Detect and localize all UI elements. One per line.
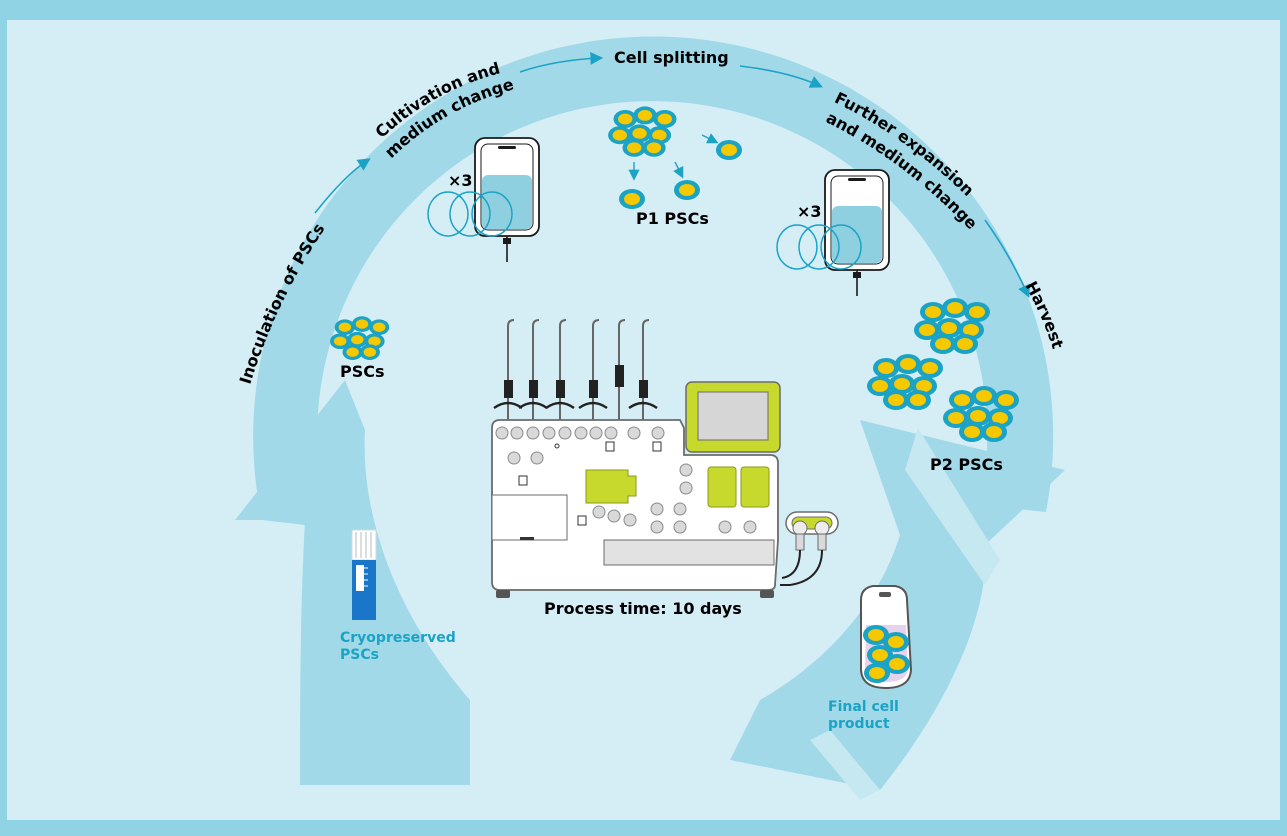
label-pscs: PSCs	[340, 362, 385, 381]
label-p2-pscs: P2 PSCs	[930, 455, 1003, 474]
rotation-icon-right	[776, 224, 862, 270]
times3-right: ×3	[797, 202, 822, 221]
step-splitting: Cell splitting	[614, 48, 729, 67]
cell-processing-device-icon	[491, 319, 839, 598]
ring-markers	[405, 168, 905, 305]
split-arrows	[628, 133, 719, 181]
rotation-icon-left	[427, 191, 513, 237]
label-cryopreserved: Cryopreserved PSCs	[340, 630, 456, 663]
culture-bag-icon-left	[474, 137, 540, 262]
times3-left: ×3	[448, 171, 473, 190]
cryovial-icon	[351, 529, 377, 620]
process-arrows	[314, 52, 1030, 298]
product-bag-icon	[860, 585, 913, 690]
process-time-label: Process time: 10 days	[544, 599, 742, 618]
label-final-product: Final cell product	[828, 699, 899, 732]
label-p1-pscs: P1 PSCs	[636, 209, 709, 228]
